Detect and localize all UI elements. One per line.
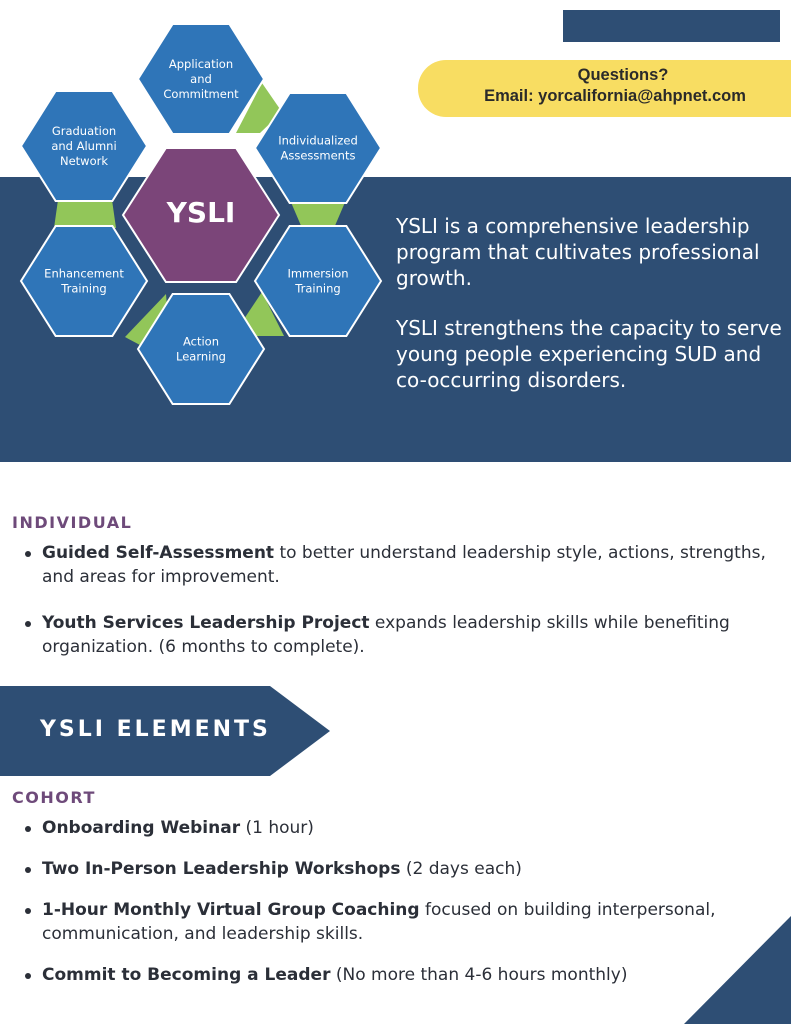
hexagon-label: Immersion (287, 267, 348, 281)
item-text: expands leadership skills while benefiti… (42, 613, 730, 657)
section-banner: YSLI ELEMENTS (0, 686, 330, 776)
list-item: 1-Hour Monthly Virtual Group Coaching fo… (25, 898, 742, 946)
individual-list: Guided Self-Assessment to better underst… (25, 541, 782, 659)
hexagon-label: Training (294, 282, 340, 296)
hexagon-node (253, 92, 383, 204)
list-item: Youth Services Leadership Project expand… (25, 611, 782, 659)
item-bold: Two In-Person Leadership Workshops (42, 859, 401, 879)
ysli-hexagon-diagram: ApplicationandCommitmentIndividualizedAs… (19, 23, 383, 405)
item-text: (2 days each) (400, 859, 522, 879)
cohort-heading: COHORT (12, 788, 96, 807)
hexagon-center (121, 147, 281, 283)
header-bar (563, 10, 780, 42)
list-item: Two In-Person Leadership Workshops (2 da… (25, 857, 782, 881)
hexagon-label: Learning (176, 350, 226, 364)
item-text: (No more than 4-6 hours monthly) (330, 965, 628, 985)
hexagon-label: Training (60, 282, 106, 296)
hexagon-label: and (190, 72, 212, 86)
questions-label: Questions? (577, 66, 669, 84)
item-bold: Onboarding Webinar (42, 818, 241, 838)
hexagon-label: Application (169, 57, 233, 71)
list-item: Onboarding Webinar (1 hour) (25, 816, 782, 840)
intro-paragraph: YSLI is a comprehensive leadership progr… (396, 214, 760, 290)
intro-paragraph: YSLI strengthens the capacity to serve y… (396, 316, 782, 392)
item-text: to better understand leadership style, a… (42, 543, 766, 587)
banner-title: YSLI ELEMENTS (40, 717, 271, 742)
hexagon-label: Commitment (163, 87, 239, 101)
hexagon-label: Individualized (278, 134, 358, 148)
connector (242, 292, 284, 336)
item-bold: 1-Hour Monthly Virtual Group Coaching (42, 900, 420, 920)
hexagon-label: Enhancement (44, 267, 124, 281)
hexagon-node (136, 23, 266, 135)
hexagon-node (19, 225, 149, 337)
contact-email[interactable]: Email: yorcalifornia@ahpnet.com (484, 87, 746, 105)
individual-heading: INDIVIDUAL (12, 513, 133, 532)
list-item: Guided Self-Assessment to better underst… (25, 541, 782, 589)
hexagon-label: Action (183, 335, 219, 349)
contact-pill: Questions? Email: yorcalifornia@ahpnet.c… (418, 60, 791, 117)
hexagon-label: and Alumni (51, 139, 116, 153)
hexagon-label: Graduation (52, 124, 116, 138)
connector (236, 83, 282, 133)
hexagon-label: Network (60, 154, 108, 168)
connector (290, 200, 346, 228)
hexagon-center-label: YSLI (166, 196, 236, 229)
item-bold: Youth Services Leadership Project (42, 613, 370, 633)
connectors (54, 83, 346, 345)
hexagon-label: Assessments (281, 149, 356, 163)
hexagon-node (253, 225, 383, 337)
list-item: Commit to Becoming a Leader (No more tha… (25, 963, 782, 987)
hexagon-node (19, 90, 149, 202)
item-text: focused on building interpersonal, commu… (42, 900, 716, 944)
hexagon-node (136, 293, 266, 405)
item-bold: Guided Self-Assessment (42, 543, 275, 563)
intro-text: YSLI is a comprehensive leadership progr… (396, 213, 786, 417)
connector (125, 294, 168, 345)
cohort-list: Onboarding Webinar (1 hour) Two In-Perso… (25, 816, 782, 987)
connector (54, 200, 116, 228)
item-bold: Commit to Becoming a Leader (42, 965, 331, 985)
item-text: (1 hour) (240, 818, 314, 838)
